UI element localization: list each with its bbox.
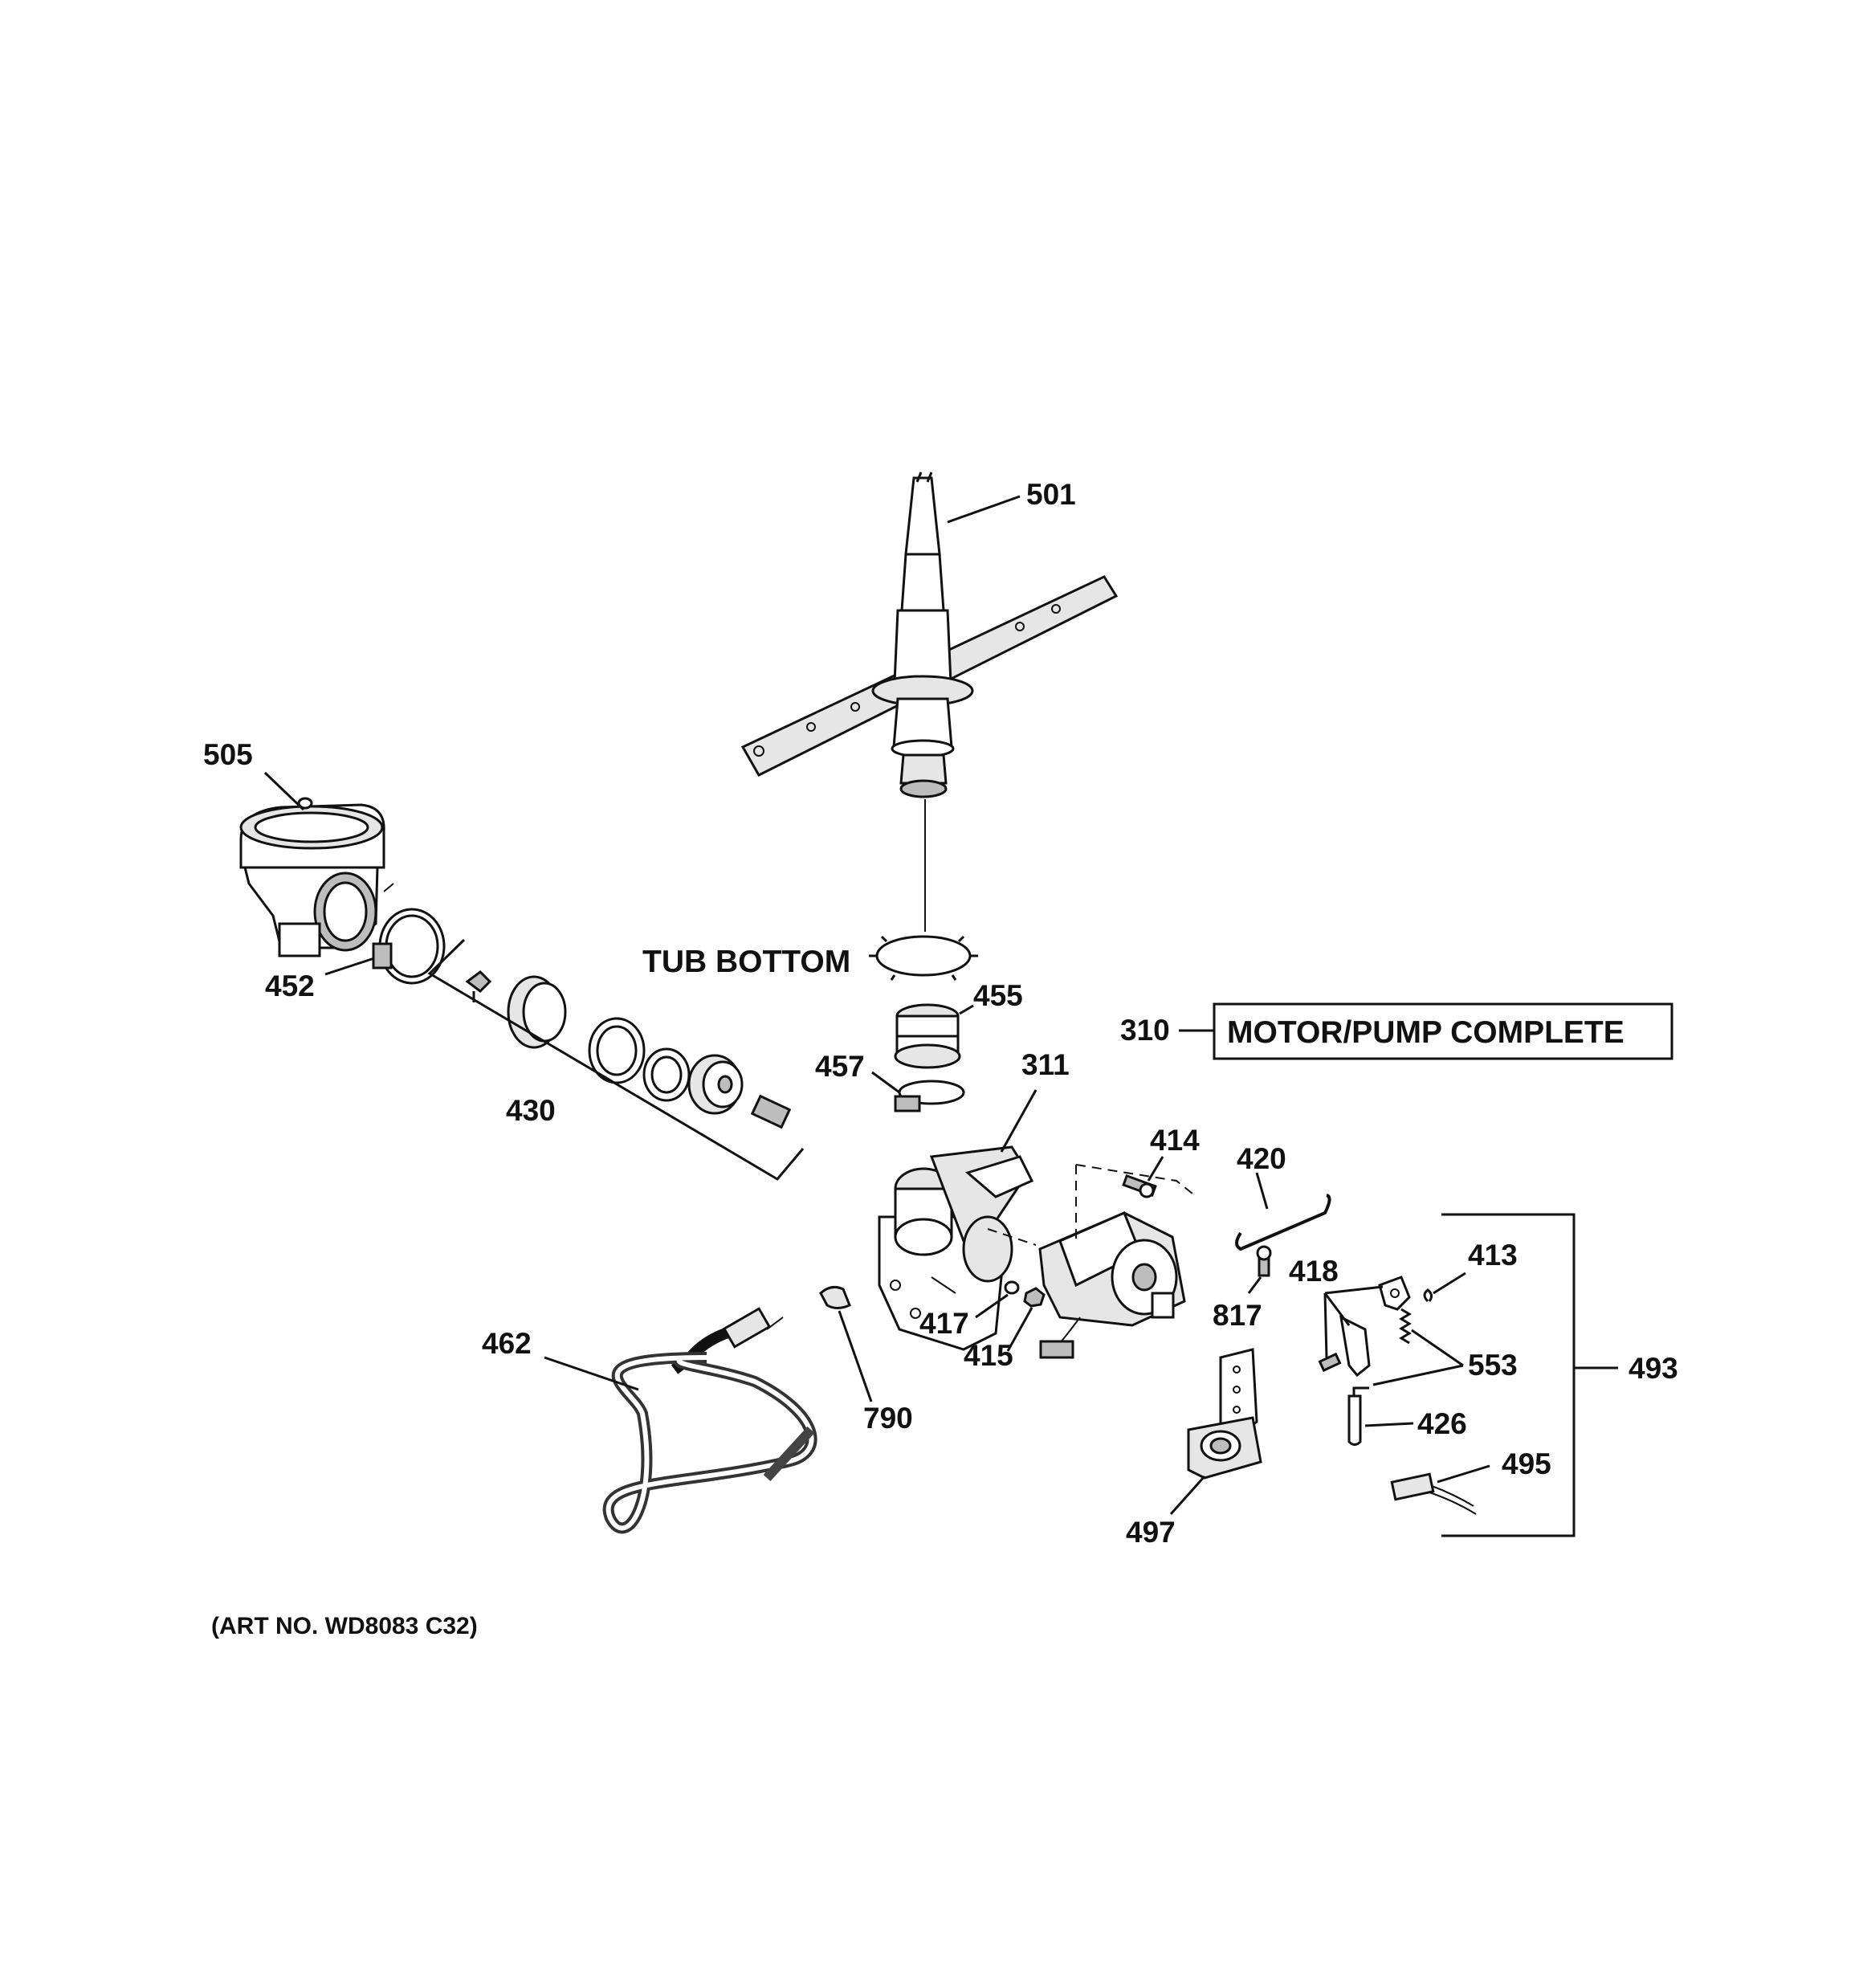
part-413-ring [1423, 1288, 1433, 1303]
leader-415 [1006, 1307, 1033, 1352]
motor-pump-complete-box [1213, 1002, 1673, 1060]
part-501-spray-arm [740, 471, 1119, 798]
label-motor-pump-complete: MOTOR/PUMP COMPLETE [1227, 1015, 1625, 1050]
leader-418-a [1324, 1285, 1384, 1295]
callout-495: 495 [1502, 1447, 1551, 1480]
leader-462 [544, 1356, 639, 1391]
bracket-430 [427, 938, 805, 1181]
tub-bottom-ring [869, 935, 978, 981]
callout-310: 310 [1120, 1014, 1170, 1047]
part-817-screw [1256, 1245, 1272, 1277]
leader-420 [1255, 1172, 1269, 1210]
part-505-sump-housing [239, 797, 385, 957]
callout-420: 420 [1237, 1142, 1286, 1175]
callout-553: 553 [1468, 1349, 1518, 1382]
part-311-pump-housing [878, 1145, 1034, 1351]
callout-493: 493 [1629, 1352, 1678, 1385]
callout-790: 790 [863, 1402, 913, 1435]
part-motor [1038, 1211, 1186, 1359]
part-426-pin [1347, 1386, 1369, 1446]
callout-430: 430 [506, 1094, 556, 1127]
callout-497: 497 [1126, 1516, 1176, 1549]
leader-495 [1437, 1464, 1490, 1484]
part-418-lever [1318, 1276, 1411, 1378]
part-414-screw [1122, 1174, 1157, 1198]
part-430-filter-kit [465, 970, 792, 1129]
part-415-nut [1023, 1287, 1046, 1308]
callout-505: 505 [203, 738, 253, 771]
leader-417 [975, 1293, 1009, 1319]
label-tub-bottom: TUB BOTTOM [642, 945, 850, 979]
leader-413 [1433, 1272, 1466, 1295]
callout-311: 311 [1021, 1048, 1070, 1081]
leader-426 [1364, 1422, 1414, 1427]
part-462-hose [602, 1307, 817, 1534]
callout-426: 426 [1417, 1407, 1467, 1440]
leader-418-b [1323, 1292, 1351, 1326]
callout-462: 462 [482, 1327, 532, 1360]
callout-417: 417 [919, 1307, 969, 1340]
callout-455: 455 [973, 979, 1023, 1012]
callout-413: 413 [1468, 1239, 1518, 1272]
callout-418: 418 [1289, 1255, 1339, 1288]
part-417-washer [1004, 1280, 1020, 1295]
leader-457 [871, 1071, 900, 1094]
part-457-clamp [894, 1080, 965, 1112]
callout-415: 415 [964, 1339, 1013, 1372]
leader-311 [1000, 1089, 1037, 1153]
leader-455 [959, 1004, 974, 1015]
callout-452: 452 [265, 970, 315, 1002]
bracket-493 [1441, 1213, 1576, 1537]
leader-501 [947, 495, 1021, 524]
part-495-connector [1390, 1472, 1477, 1515]
callout-414: 414 [1150, 1124, 1200, 1157]
leader-497 [1169, 1476, 1206, 1515]
art-number: (ART NO. WD8083 C32) [211, 1613, 478, 1639]
leader-553-a [1411, 1329, 1464, 1367]
callout-501: 501 [1026, 478, 1076, 511]
leader-452 [324, 957, 375, 976]
leader-790 [838, 1310, 873, 1402]
leader-418-c [1323, 1292, 1328, 1358]
part-420-rod [1235, 1194, 1331, 1251]
part-790-clip [819, 1285, 851, 1309]
leader-414 [1147, 1156, 1164, 1182]
part-452-clamp [372, 883, 446, 985]
dashed-assembly-line-2 [1075, 1164, 1197, 1198]
part-497-solenoid-bracket [1187, 1348, 1262, 1480]
leader-553-b [1372, 1364, 1464, 1386]
leader-505 [263, 771, 305, 811]
callout-457: 457 [815, 1050, 865, 1083]
leader-817 [1247, 1276, 1262, 1294]
part-455-seal [894, 1003, 961, 1069]
part-553-spring [1399, 1308, 1412, 1345]
hose-fitting-line [766, 1316, 784, 1330]
dashed-assembly-line-3 [987, 1228, 1037, 1246]
callout-817: 817 [1213, 1299, 1262, 1332]
